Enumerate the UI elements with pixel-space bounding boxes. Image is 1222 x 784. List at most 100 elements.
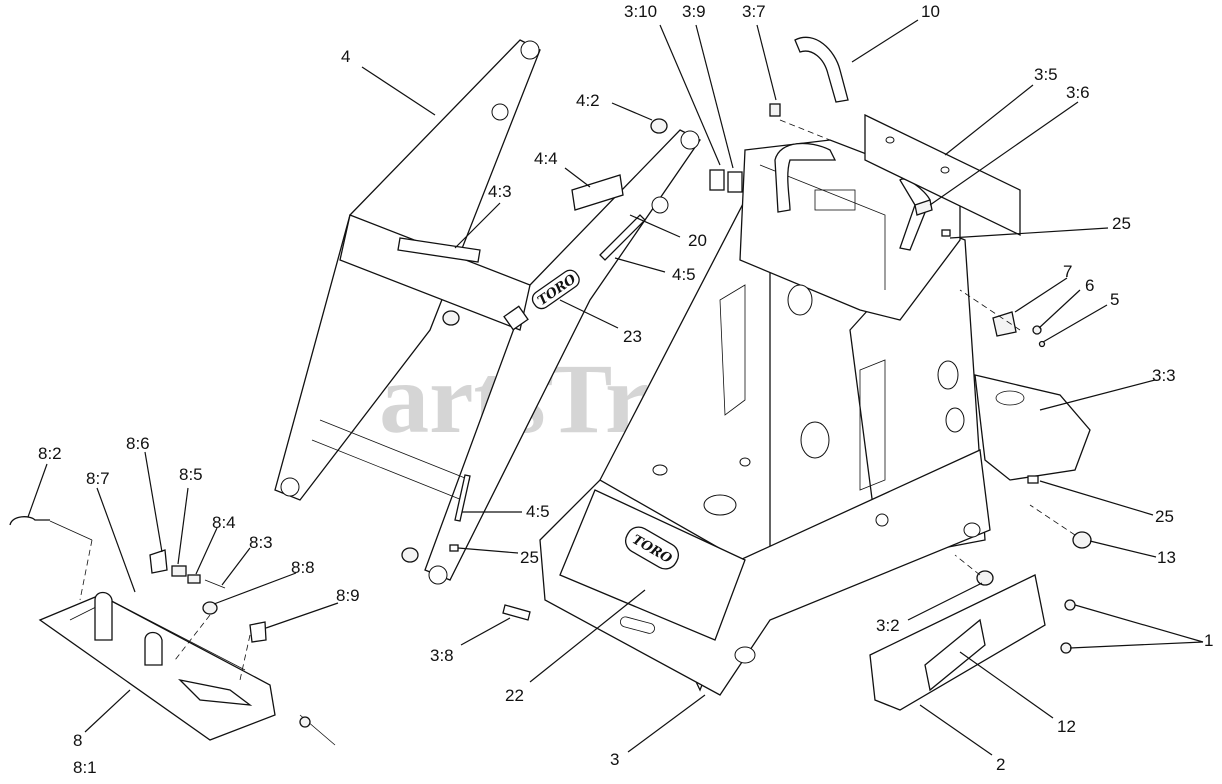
callout-23: 23 — [623, 327, 642, 346]
callout-12: 12 — [1057, 717, 1076, 736]
callout-5: 5 — [1110, 290, 1119, 309]
callout-8-8: 8:8 — [291, 558, 315, 577]
callout-1: 1 — [1204, 631, 1213, 650]
callout-3: 3 — [610, 750, 619, 769]
callout-8-5: 8:5 — [179, 465, 203, 484]
callout-3-10: 3:10 — [624, 2, 657, 21]
callout-8-1: 8:1 — [73, 758, 97, 777]
bushing-3-2 — [976, 570, 994, 586]
pedal-plate — [178, 678, 253, 706]
callout-8-6: 8:6 — [126, 434, 150, 453]
counterweight-3-3 — [974, 374, 1091, 481]
console-panel-edge — [759, 164, 886, 290]
arm-pivot-hole-right — [680, 130, 700, 150]
callout-labels: 4 3:10 3:9 3:7 10 3:5 3:6 4:2 4:4 4:3 20… — [38, 2, 1213, 777]
rod-handle-8-2 — [9, 516, 50, 526]
right-tower-hole-2 — [945, 407, 965, 433]
callout-4-3: 4:3 — [488, 182, 512, 201]
bushing — [442, 310, 460, 326]
right-tower-hole — [937, 360, 959, 390]
plate-hole — [885, 136, 895, 144]
plug-13 — [1072, 531, 1092, 549]
callout-8-2: 8:2 — [38, 444, 62, 463]
bushing-lower — [401, 547, 419, 563]
decal-3-8 — [502, 604, 531, 621]
arm-pivot-hole — [520, 40, 540, 60]
decal-4-5-upper — [599, 214, 646, 261]
bushing-4-2 — [650, 118, 668, 134]
callout-4-5-lower: 4:5 — [526, 502, 550, 521]
decal-25-top — [941, 229, 951, 237]
frame-front-plate — [559, 489, 746, 641]
callout-3-2: 3:2 — [876, 616, 900, 635]
part-3-6 — [914, 199, 933, 216]
dash-3-7 — [779, 119, 831, 141]
callout-4-4: 4:4 — [534, 149, 558, 168]
pin-8-4 — [187, 574, 201, 584]
base-side-hole-right — [963, 522, 981, 538]
pedal-bracket — [94, 591, 113, 641]
loader-arm-assembly: TORO — [274, 39, 701, 585]
callout-25-top: 25 — [1112, 214, 1131, 233]
toro-decal-22: TORO — [624, 526, 680, 570]
callout-3-6: 3:6 — [1066, 83, 1090, 102]
rear-plate-3-5 — [864, 113, 1021, 237]
dash-8-2 — [79, 539, 93, 601]
dash-13 — [1029, 504, 1076, 536]
decal-25-right — [1027, 475, 1039, 484]
clip-8-6 — [149, 549, 168, 574]
counterweight-recess — [995, 390, 1025, 406]
part-3-7 — [769, 103, 781, 117]
main-frame: TORO — [502, 103, 1092, 696]
base-slot — [620, 616, 655, 634]
callout-6: 6 — [1085, 276, 1094, 295]
callout-10: 10 — [921, 2, 940, 21]
decal-4-4 — [571, 174, 624, 211]
bushing-8-8 — [202, 601, 218, 615]
arm-pin-hole — [491, 103, 509, 121]
frame-base — [539, 449, 991, 696]
callout-3-7: 3:7 — [742, 2, 766, 21]
callout-13: 13 — [1157, 548, 1176, 567]
lower-cross — [319, 419, 471, 481]
screw-1a — [1064, 599, 1076, 611]
dash-3-2 — [954, 554, 981, 576]
cross-tube — [339, 214, 531, 331]
assembly-lines — [79, 119, 1076, 681]
callout-7: 7 — [1063, 262, 1072, 281]
callout-8-9: 8:9 — [336, 586, 360, 605]
callout-3-9: 3:9 — [682, 2, 706, 21]
arm-bracket — [503, 305, 529, 331]
callout-8-3: 8:3 — [249, 533, 273, 552]
decal-12 — [924, 618, 986, 692]
callout-3-3: 3:3 — [1152, 366, 1176, 385]
decal-4-3 — [397, 237, 481, 263]
nut-5 — [1038, 340, 1046, 348]
handle-grip-10 — [794, 36, 849, 103]
callout-3-8: 3:8 — [430, 646, 454, 665]
cable-end — [299, 716, 311, 728]
callout-4-5-upper: 4:5 — [672, 265, 696, 284]
decal-3-10 — [709, 169, 725, 191]
tower-hole — [787, 284, 813, 316]
pin-8-3 — [204, 579, 226, 589]
dash-8-9 — [239, 634, 251, 681]
callout-8-4: 8:4 — [212, 513, 236, 532]
clip-8-9 — [249, 621, 267, 643]
leader-lines — [27, 19, 1204, 756]
arm-bucket-hole — [280, 477, 300, 497]
callout-4: 4 — [341, 47, 350, 66]
floor-plug — [652, 464, 668, 476]
callout-8-7: 8:7 — [86, 469, 110, 488]
dash-latch — [959, 289, 1021, 331]
decal-4-5-lower — [454, 474, 471, 522]
tower-hole-2 — [800, 421, 830, 459]
callout-8: 8 — [73, 731, 82, 750]
callout-25-lower: 25 — [520, 548, 539, 567]
callout-25-right: 25 — [1155, 507, 1174, 526]
console-handle-left — [774, 142, 837, 213]
console-opening — [814, 189, 856, 211]
base-side-hole — [734, 646, 756, 664]
floor-plug-2 — [739, 457, 751, 467]
